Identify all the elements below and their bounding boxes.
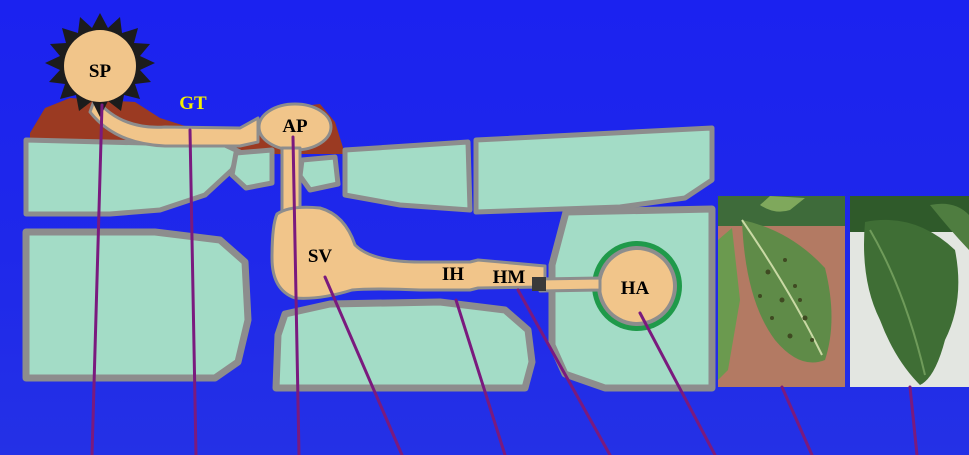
label-ap: AP — [282, 116, 308, 137]
haustorium-connector — [532, 277, 546, 291]
cell-mesophyll-bottom — [276, 302, 532, 388]
label-ha: HA — [621, 278, 650, 299]
cell-epidermis-left — [26, 140, 240, 214]
photo-infected-soybean-leaf — [718, 196, 845, 387]
label-sv: SV — [308, 246, 333, 267]
cell-epidermis-right — [476, 128, 712, 212]
label-sp: SP — [89, 61, 112, 82]
penetration-peg — [282, 148, 300, 215]
label-gt: GT — [179, 93, 207, 114]
label-ih: IH — [442, 264, 464, 285]
cell-epidermis-small-1 — [232, 150, 272, 188]
cell-epidermis-middle — [345, 142, 470, 210]
haustorial-neck — [540, 278, 600, 291]
photo-healthy-soybean-leaf — [850, 196, 969, 387]
cell-mesophyll-left — [26, 232, 248, 378]
leader-line-healthy-photo — [910, 387, 917, 455]
label-hm: HM — [493, 267, 526, 288]
cell-epidermis-small-2 — [300, 157, 338, 190]
leader-line-infected-photo — [782, 387, 812, 455]
